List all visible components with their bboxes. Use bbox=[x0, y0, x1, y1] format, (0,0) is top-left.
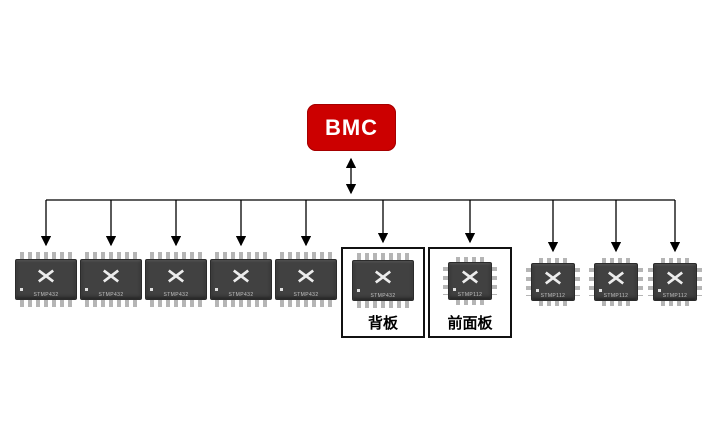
chip-pins-left bbox=[526, 268, 531, 296]
chip-part-label: STMP432 bbox=[370, 293, 396, 299]
chip-soic-2: STMP432 bbox=[80, 252, 142, 307]
pin1-dot bbox=[150, 288, 153, 291]
chip-pins-top bbox=[661, 258, 689, 263]
chip-pins-bottom bbox=[20, 300, 72, 307]
chip-soic-3: STMP432 bbox=[145, 252, 207, 307]
chip-pins-bottom bbox=[215, 300, 267, 307]
st-logo-icon bbox=[37, 269, 55, 283]
chip-pins-left bbox=[589, 268, 594, 296]
chip-soic-4: STMP432 bbox=[210, 252, 272, 307]
st-logo-icon bbox=[102, 269, 120, 283]
chip-body: STMP432 bbox=[352, 260, 414, 301]
chip-body: STMP112 bbox=[653, 263, 697, 301]
chip-qfn-1: STMP112 bbox=[526, 258, 580, 306]
chip-pins-bottom bbox=[456, 300, 484, 305]
chip-part-label: STMP432 bbox=[33, 292, 59, 298]
chip-body: STMP112 bbox=[594, 263, 638, 301]
pin1-dot bbox=[357, 289, 360, 292]
st-logo-icon bbox=[167, 269, 185, 283]
chip-part-label: STMP112 bbox=[540, 293, 566, 299]
pin1-dot bbox=[280, 288, 283, 291]
chip-qfn-front-panel: STMP112 bbox=[443, 257, 497, 305]
chip-body: STMP432 bbox=[145, 259, 207, 300]
chip-part-label: STMP112 bbox=[662, 293, 688, 299]
pin1-dot bbox=[85, 288, 88, 291]
chip-qfn-3: STMP112 bbox=[648, 258, 702, 306]
bmc-label: BMC bbox=[324, 114, 379, 140]
chip-body: STMP432 bbox=[80, 259, 142, 300]
chip-pins-top bbox=[215, 252, 267, 259]
chip-part-label: STMP432 bbox=[163, 292, 189, 298]
chip-pins-bottom bbox=[150, 300, 202, 307]
st-logo-icon bbox=[232, 269, 250, 283]
bmc-node: BMC bbox=[307, 104, 396, 151]
chip-pins-left bbox=[648, 268, 653, 296]
chip-pins-top bbox=[85, 252, 137, 259]
chip-pins-bottom bbox=[357, 301, 409, 308]
chip-pins-top bbox=[20, 252, 72, 259]
pin1-dot bbox=[599, 289, 602, 292]
pin1-dot bbox=[453, 288, 456, 291]
backplane-box: STMP432 背板 bbox=[341, 247, 425, 338]
chip-pins-bottom bbox=[661, 301, 689, 306]
pin1-dot bbox=[658, 289, 661, 292]
chip-pins-right bbox=[492, 267, 497, 295]
st-logo-icon bbox=[461, 270, 479, 284]
chip-pins-bottom bbox=[280, 300, 332, 307]
chip-soic-1: STMP432 bbox=[15, 252, 77, 307]
chip-body: STMP432 bbox=[210, 259, 272, 300]
chip-pins-top bbox=[456, 257, 484, 262]
pin1-dot bbox=[215, 288, 218, 291]
front-panel-box: STMP112 前面板 bbox=[428, 247, 512, 338]
st-logo-icon bbox=[544, 271, 562, 285]
backplane-label: 背板 bbox=[367, 315, 398, 332]
chip-pins-bottom bbox=[539, 301, 567, 306]
chip-pins-bottom bbox=[602, 301, 630, 306]
chip-qfn-2: STMP112 bbox=[589, 258, 643, 306]
chip-part-label: STMP112 bbox=[603, 293, 629, 299]
chip-pins-top bbox=[150, 252, 202, 259]
chip-body: STMP112 bbox=[448, 262, 492, 300]
chip-part-label: STMP432 bbox=[293, 292, 319, 298]
chip-pins-right bbox=[575, 268, 580, 296]
chip-pins-top bbox=[280, 252, 332, 259]
chip-pins-top bbox=[539, 258, 567, 263]
chip-body: STMP432 bbox=[275, 259, 337, 300]
chip-soic-5: STMP432 bbox=[275, 252, 337, 307]
chip-pins-top bbox=[602, 258, 630, 263]
st-logo-icon bbox=[607, 271, 625, 285]
chip-part-label: STMP432 bbox=[228, 292, 254, 298]
chip-pins-right bbox=[697, 268, 702, 296]
chip-pins-bottom bbox=[85, 300, 137, 307]
chip-soic-backplane: STMP432 bbox=[352, 253, 414, 308]
pin1-dot bbox=[20, 288, 23, 291]
st-logo-icon bbox=[666, 271, 684, 285]
chip-part-label: STMP112 bbox=[457, 292, 483, 298]
chip-body: STMP432 bbox=[15, 259, 77, 300]
chip-pins-right bbox=[638, 268, 643, 296]
chip-body: STMP112 bbox=[531, 263, 575, 301]
chip-pins-left bbox=[443, 267, 448, 295]
chip-part-label: STMP432 bbox=[98, 292, 124, 298]
st-logo-icon bbox=[297, 269, 315, 283]
chip-pins-top bbox=[357, 253, 409, 260]
pin1-dot bbox=[536, 289, 539, 292]
st-logo-icon bbox=[374, 270, 392, 284]
front-panel-label: 前面板 bbox=[447, 315, 493, 332]
